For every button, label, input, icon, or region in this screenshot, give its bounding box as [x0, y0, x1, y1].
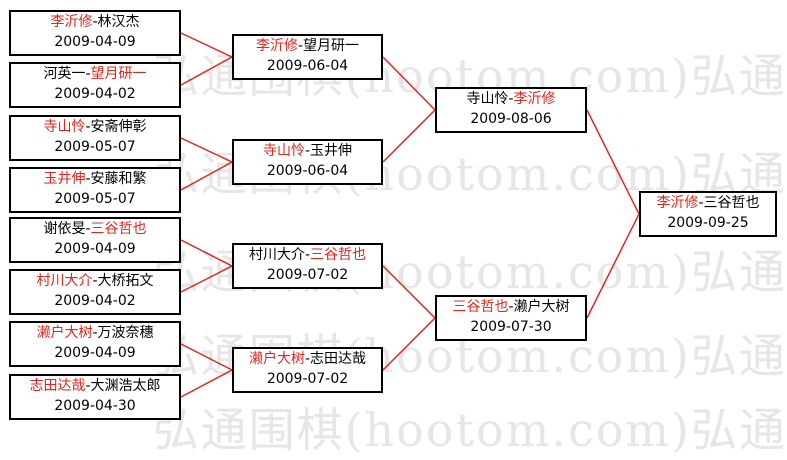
match-players: 河英一-望月研一 — [43, 66, 147, 82]
match-date: 2009-04-09 — [54, 345, 136, 361]
connector-line — [180, 137, 233, 163]
player-name: 志田达哉 — [310, 351, 367, 367]
player-name: 玉井伸 — [310, 143, 353, 159]
match-players: 村川大介-大桥拓文 — [36, 273, 154, 289]
connector-line — [180, 161, 233, 191]
player-name: 林汉杰 — [97, 14, 140, 30]
match-box-r3-1: 寺山怜-李沂修 2009-08-06 — [435, 87, 587, 133]
match-box-r2-2: 寺山怜-玉井伸 2009-06-04 — [232, 139, 383, 185]
player-name: 李沂修 — [50, 14, 93, 30]
connector-line — [382, 265, 436, 319]
bracket-connectors — [180, 32, 640, 398]
match-box-r1-7: 濑户大树-万波奈穗 2009-04-09 — [9, 321, 181, 367]
connector-line — [382, 56, 436, 111]
match-box-r1-1: 李沂修-林汉杰 2009-04-09 — [9, 10, 181, 56]
player-name: 三谷哲也 — [310, 247, 367, 263]
player-name: 河英一 — [43, 66, 86, 82]
match-players: 寺山怜-玉井伸 — [262, 143, 353, 159]
player-name: 濑户大树 — [513, 299, 570, 315]
match-box-r1-2: 河英一-望月研一 2009-04-02 — [9, 62, 181, 108]
match-players: 三谷哲也-濑户大树 — [452, 299, 570, 315]
match-players: 寺山怜-安斋伸彰 — [43, 119, 147, 135]
player-name: 望月研一 — [303, 38, 360, 54]
connector-line — [180, 239, 233, 267]
match-box-r1-6: 村川大介-大桥拓文 2009-04-02 — [9, 269, 181, 315]
match-date: 2009-04-30 — [54, 398, 136, 414]
match-players: 志田达哉-大渊浩太郎 — [29, 378, 161, 394]
match-box-r1-8: 志田达哉-大渊浩太郎 2009-04-30 — [9, 374, 181, 420]
match-box-r2-1: 李沂修-望月研一 2009-06-04 — [232, 34, 383, 80]
player-name: 村川大介 — [248, 247, 305, 263]
match-date: 2009-06-04 — [266, 163, 349, 179]
connector-line — [180, 32, 233, 58]
match-date: 2009-07-30 — [470, 319, 552, 335]
match-box-r1-3: 寺山怜-安斋伸彰 2009-05-07 — [9, 115, 181, 161]
player-name: 谢依旻 — [43, 221, 86, 237]
match-players: 濑户大树-万波奈穗 — [36, 325, 154, 341]
match-box-r1-5: 谢依旻-三谷哲也 2009-04-09 — [9, 217, 181, 263]
match-date: 2009-04-02 — [54, 293, 136, 309]
player-name: 大桥拓文 — [97, 273, 154, 289]
player-name: 村川大介 — [36, 273, 93, 289]
player-name: 寺山怜 — [43, 119, 86, 135]
match-players: 李沂修-望月研一 — [255, 38, 360, 54]
match-players: 李沂修-三谷哲也 — [656, 195, 760, 211]
player-name: 李沂修 — [656, 195, 699, 211]
connector-line — [180, 265, 233, 293]
match-box-r2-4: 濑户大树-志田达哉 2009-07-02 — [232, 347, 383, 393]
player-name: 寺山怜 — [262, 143, 305, 159]
player-name: 濑户大树 — [248, 351, 305, 367]
player-name: 李沂修 — [513, 91, 556, 107]
match-date: 2009-04-09 — [54, 241, 136, 257]
player-name: 李沂修 — [255, 38, 298, 54]
player-name: 安藤和繁 — [90, 171, 147, 187]
player-name: 玉井伸 — [43, 171, 86, 187]
match-box-final: 李沂修-三谷哲也 2009-09-25 — [639, 191, 777, 237]
player-name: 志田达哉 — [29, 378, 86, 394]
player-name: 寺山怜 — [466, 91, 509, 107]
match-date: 2009-06-04 — [266, 58, 349, 74]
player-name: 濑户大树 — [36, 325, 93, 341]
match-box-r3-2: 三谷哲也-濑户大树 2009-07-30 — [435, 295, 587, 341]
player-name: 三谷哲也 — [703, 195, 760, 211]
match-box-r2-3: 村川大介-三谷哲也 2009-07-02 — [232, 243, 383, 289]
connector-line — [180, 369, 233, 398]
connector-line — [180, 56, 233, 86]
player-name: 望月研一 — [90, 66, 147, 82]
match-date: 2009-04-02 — [54, 86, 136, 102]
match-players: 濑户大树-志田达哉 — [248, 351, 367, 367]
connector-line — [586, 213, 640, 319]
match-date: 2009-04-09 — [54, 34, 136, 50]
player-name: 三谷哲也 — [90, 221, 147, 237]
match-date: 2009-05-07 — [54, 139, 136, 155]
connector-line — [586, 109, 640, 215]
player-name: 万波奈穗 — [97, 325, 154, 341]
player-name: 安斋伸彰 — [90, 119, 147, 135]
player-name: 大渊浩太郎 — [90, 378, 161, 394]
match-players: 玉井伸-安藤和繁 — [43, 171, 147, 187]
match-players: 寺山怜-李沂修 — [466, 91, 556, 107]
connector-line — [382, 317, 436, 371]
connector-line — [180, 343, 233, 371]
match-players: 村川大介-三谷哲也 — [248, 247, 367, 263]
match-date: 2009-08-06 — [470, 111, 552, 127]
match-players: 李沂修-林汉杰 — [50, 14, 140, 30]
match-players: 谢依旻-三谷哲也 — [43, 221, 147, 237]
match-date: 2009-05-07 — [54, 191, 136, 207]
match-date: 2009-07-02 — [266, 267, 349, 283]
match-date: 2009-07-02 — [266, 371, 349, 387]
connector-line — [382, 109, 436, 163]
match-box-r1-4: 玉井伸-安藤和繁 2009-05-07 — [9, 167, 181, 213]
player-name: 三谷哲也 — [452, 299, 509, 315]
match-date: 2009-09-25 — [667, 215, 749, 231]
